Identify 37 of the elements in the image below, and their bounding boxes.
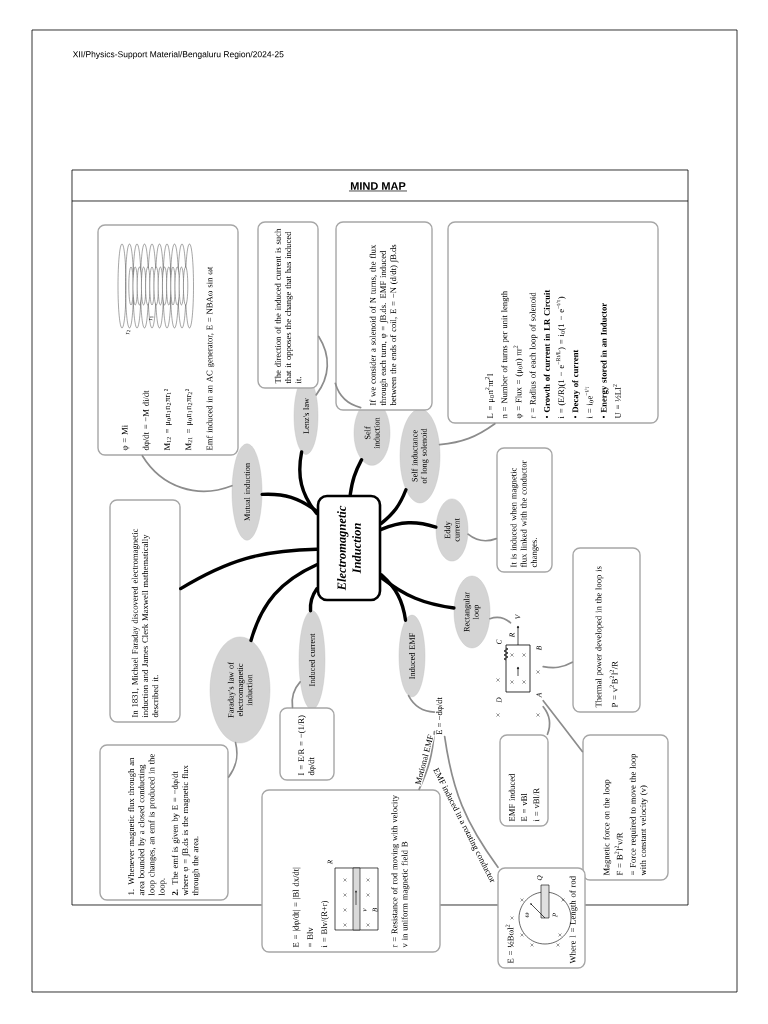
branch-line: [298, 450, 319, 516]
branch-line: [249, 563, 319, 643]
branch-line: [379, 575, 456, 610]
branch-line: [260, 492, 319, 513]
connector-line: [407, 694, 436, 713]
connector-line: [334, 382, 362, 409]
branch-line: [308, 587, 319, 613]
branch-line: [179, 547, 319, 591]
note-box: Thermal power developed in the loop is P = v$^{2}$B$^{2}$l$^{2}$/R: [572, 547, 641, 713]
note-box: In 1831, Michael Faraday discovered electromagnetic induction and James Clerk Maxwell mathematically described it.: [109, 499, 181, 723]
header-text: XII/Physics-Support Material/Bengaluru Region/2024-25: [72, 51, 284, 59]
branch-line: [348, 457, 364, 497]
note-box: The direction of the induced current is such that it opposes the change that has induced it.: [257, 221, 319, 389]
connector-line: [443, 735, 499, 869]
note-box: Magnetic force on the loop F = B$^{2}$l$^{2}$v/R = Force required to move the loop with constant velocity (v): [582, 734, 669, 881]
central-box: Electromagnetic Induction: [316, 494, 382, 602]
note-box: If we consider a solenoid of N turns, the flux through each turn, φ = ∫B.ds. EMF induced between the ends of coil, E = −N (d/dt) ∫B.ds: [335, 221, 433, 411]
connector-line: [542, 661, 574, 669]
connector-line: [542, 705, 551, 736]
note-box: EMF induced E = vBl i = vBl/R: [499, 734, 549, 827]
connector-line: [542, 699, 584, 753]
branch-line: [379, 488, 408, 526]
connector-line: [227, 741, 238, 778]
connector-line: [489, 616, 512, 624]
branch-line: [379, 521, 438, 532]
loop-drawing: [496, 625, 540, 717]
note-box: I = E/R = −(1/R) dφ/dt: [279, 707, 335, 781]
branch-line: [379, 573, 408, 622]
connector-line: [141, 454, 233, 493]
formula-text: E = −dφ/dt: [434, 695, 446, 737]
connector-line: [438, 422, 496, 446]
connector-line: [467, 533, 498, 542]
note-box: 1. Whenever magnetic flux through an area bounded by a closed conducting loop changes, an emf is produced in the loop. 2. The emf is given by E = −dφ/dt where φ = ∫B.ds is the magnetic flux through the area.: [99, 744, 229, 901]
connector-line: [418, 730, 436, 791]
title: MIND MAP: [348, 182, 408, 192]
note-box: It is induced when magnetic flux linked with the conductor changes.: [496, 447, 553, 573]
connector-line: [291, 681, 301, 709]
